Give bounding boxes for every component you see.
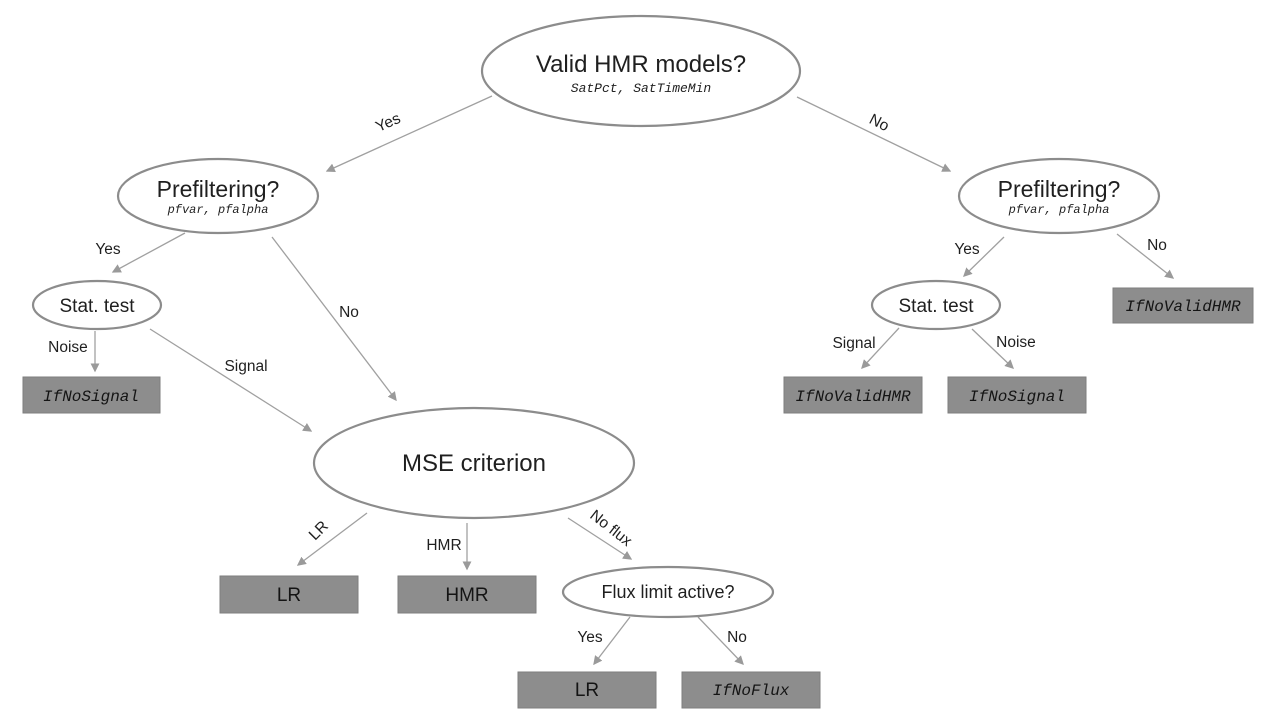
lr-mse-label: LR — [277, 585, 301, 606]
mse-criterion-ellipse — [312, 406, 636, 520]
hmr-mse-label: HMR — [445, 585, 488, 606]
edge-statright-signal — [861, 327, 900, 370]
edge-validhmr-no — [796, 96, 952, 172]
box-if-no-valid-hmr-signal: IfNoValidHMR — [783, 376, 923, 414]
if-no-valid-hmr-signal-rect — [783, 376, 923, 414]
edge-flux-no — [697, 616, 744, 665]
if-no-flux-rect — [681, 671, 821, 709]
edge-label-yes-flux: Yes — [577, 629, 603, 646]
edge-label-no-flux-branch: No flux — [587, 507, 636, 550]
edge-label-no-left: No — [339, 304, 359, 321]
prefiltering-right-params: pfvar, pfalpha — [1008, 203, 1110, 217]
node-prefiltering-left: Prefiltering? pfvar, pfalpha — [116, 157, 320, 235]
edge-label-no-flux-out: No — [727, 629, 747, 646]
node-flux-limit-active: Flux limit active? — [561, 565, 775, 619]
node-prefiltering-right: Prefiltering? pfvar, pfalpha — [957, 157, 1161, 235]
if-no-signal-left-label: IfNoSignal — [43, 388, 139, 406]
if-no-valid-hmr-right-label: IfNoValidHMR — [1125, 298, 1241, 316]
stat-test-left-ellipse — [31, 279, 163, 331]
edge-label-yes-left: Yes — [95, 241, 121, 258]
edge-statleft-signal — [149, 328, 313, 432]
edge-label-no-top: No — [866, 111, 891, 135]
box-if-no-signal-left: IfNoSignal — [22, 376, 161, 414]
lr-flux-label: LR — [575, 680, 599, 701]
box-lr-flux: LR — [517, 671, 657, 709]
prefiltering-right-ellipse — [957, 157, 1161, 235]
flux-limit-ellipse — [561, 565, 775, 619]
edge-mse-noflux — [567, 517, 633, 560]
edge-label-hmr-branch: HMR — [426, 537, 461, 554]
box-hmr-mse: HMR — [397, 575, 537, 614]
box-lr-mse: LR — [219, 575, 359, 614]
valid-hmr-ellipse — [480, 14, 802, 128]
edge-mse-lr — [296, 512, 368, 566]
edge-flux-yes — [593, 616, 631, 666]
stat-test-left-title: Stat. test — [60, 296, 136, 317]
node-stat-test-right: Stat. test — [870, 279, 1002, 331]
edge-prefright-no — [1116, 233, 1175, 279]
edge-prefleft-no — [271, 236, 397, 402]
stat-test-right-ellipse — [870, 279, 1002, 331]
stat-test-right-title: Stat. test — [899, 296, 975, 317]
edge-label-noise-right: Noise — [996, 334, 1036, 351]
mse-criterion-title: MSE criterion — [402, 450, 546, 477]
if-no-signal-right-rect — [947, 376, 1087, 414]
edge-label-signal-right: Signal — [832, 335, 875, 352]
edge-label-lr-branch: LR — [306, 518, 332, 544]
node-mse-criterion: MSE criterion — [312, 406, 636, 520]
box-if-no-valid-hmr-right: IfNoValidHMR — [1112, 287, 1254, 324]
box-if-no-flux: IfNoFlux — [681, 671, 821, 709]
if-no-flux-label: IfNoFlux — [713, 682, 790, 700]
flux-limit-title: Flux limit active? — [601, 582, 734, 602]
if-no-valid-hmr-right-rect — [1112, 287, 1254, 324]
valid-hmr-title: Valid HMR models? — [536, 51, 746, 78]
lr-mse-rect — [219, 575, 359, 614]
prefiltering-right-title: Prefiltering? — [998, 176, 1121, 202]
valid-hmr-params: SatPct, SatTimeMin — [571, 81, 711, 96]
prefiltering-left-params: pfvar, pfalpha — [167, 203, 269, 217]
if-no-valid-hmr-signal-label: IfNoValidHMR — [795, 388, 911, 406]
edges — [90, 95, 1175, 666]
lr-flux-rect — [517, 671, 657, 709]
if-no-signal-right-label: IfNoSignal — [969, 388, 1065, 406]
edge-validhmr-yes — [325, 95, 493, 172]
prefiltering-left-title: Prefiltering? — [157, 176, 280, 202]
edge-label-signal-left: Signal — [224, 358, 267, 375]
edge-label-yes-right: Yes — [954, 241, 980, 258]
if-no-signal-left-rect — [22, 376, 161, 414]
edge-statright-noise — [971, 328, 1014, 369]
edge-prefright-yes — [963, 236, 1005, 277]
box-if-no-signal-right: IfNoSignal — [947, 376, 1087, 414]
edge-prefleft-yes — [111, 232, 186, 273]
hmr-mse-rect — [397, 575, 537, 614]
edge-label-no-right: No — [1147, 237, 1167, 254]
node-stat-test-left: Stat. test — [31, 279, 163, 331]
edge-label-noise-left: Noise — [48, 339, 88, 356]
prefiltering-left-ellipse — [116, 157, 320, 235]
edge-label-yes-top: Yes — [373, 110, 403, 136]
node-valid-hmr-models: Valid HMR models? SatPct, SatTimeMin — [480, 14, 802, 128]
